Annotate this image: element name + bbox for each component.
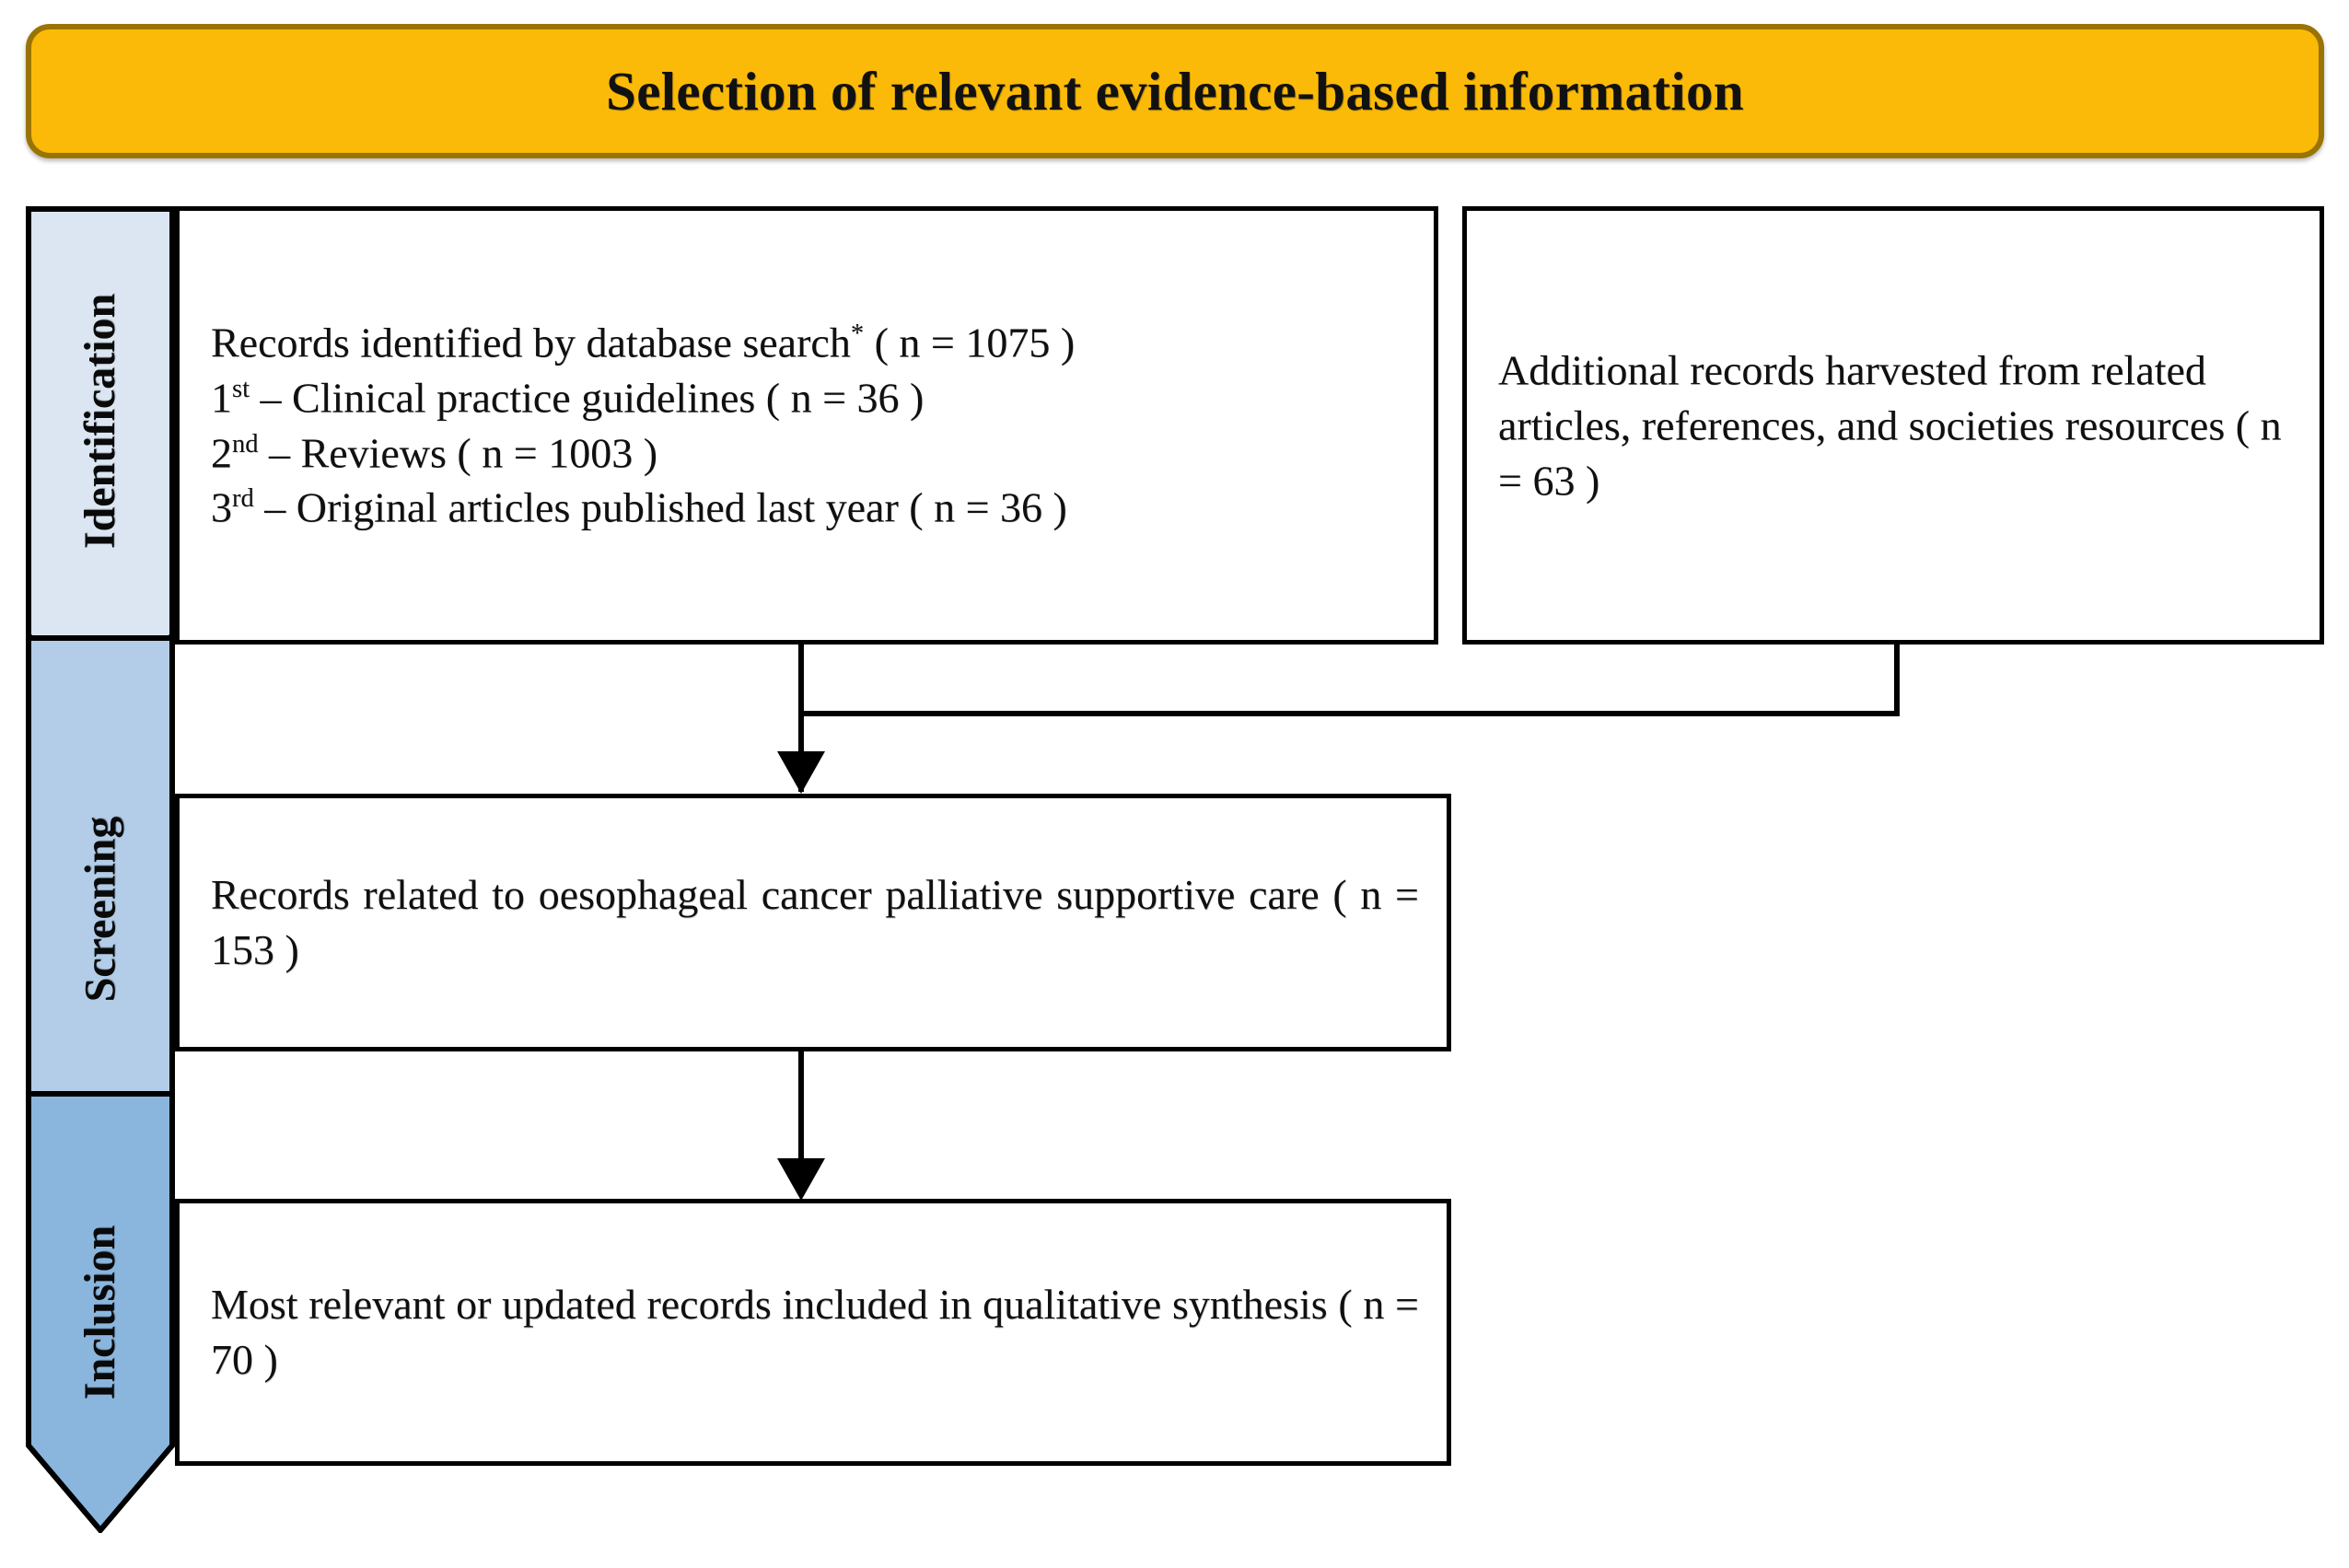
footnote-asterisk: * <box>850 319 865 349</box>
inclusion-records-text: Most relevant or updated records include… <box>211 1281 1419 1383</box>
stage-label-identification: Identification <box>26 206 175 635</box>
stage-chevron-inclusion: Inclusion <box>26 1091 175 1535</box>
box-inclusion-records: Most relevant or updated records include… <box>175 1199 1451 1466</box>
connector-screening-stem <box>798 1051 804 1162</box>
box-records-identified-content: Records identified by database search* (… <box>211 315 1406 535</box>
box-screening-records-content: Records related to oesophageal cancer pa… <box>211 867 1419 978</box>
records-identified-line-1: Records identified by database search* (… <box>211 319 1076 366</box>
box-inclusion-records-content: Most relevant or updated records include… <box>211 1277 1419 1388</box>
stage-label-screening-text: Screening <box>76 816 125 1003</box>
merge-arrow <box>777 751 825 794</box>
records-identified-line-4: 3rd – Original articles published last y… <box>211 483 1067 531</box>
stage-label-inclusion: Inclusion <box>26 1179 175 1446</box>
additional-records-text: Additional records harvested from relate… <box>1498 346 2282 504</box>
page-title: Selection of relevant evidence-based inf… <box>606 60 1744 122</box>
box-records-identified: Records identified by database search* (… <box>175 206 1438 645</box>
stage-label-inclusion-text: Inclusion <box>76 1225 125 1400</box>
chevron-inclusion-shape <box>26 1091 175 1535</box>
stage-label-screening: Screening <box>26 724 175 1095</box>
box-additional-records-content: Additional records harvested from relate… <box>1498 343 2292 507</box>
connector-left-stem <box>798 645 804 792</box>
diagram-title-banner: Selection of relevant evidence-based inf… <box>26 24 2324 158</box>
connector-right-drop <box>1894 645 1900 716</box>
screening-to-inclusion-arrow <box>777 1158 825 1201</box>
box-additional-records: Additional records harvested from relate… <box>1462 206 2324 645</box>
records-identified-line-3: 2nd – Reviews ( n = 1003 ) <box>211 429 658 476</box>
screening-records-text: Records related to oesophageal cancer pa… <box>211 871 1419 973</box>
box-screening-records: Records related to oesophageal cancer pa… <box>175 794 1451 1051</box>
connector-merge-horizontal <box>798 711 1900 716</box>
stage-label-identification-text: Identification <box>76 293 125 549</box>
records-identified-line-2: 1st – Clinical practice guidelines ( n =… <box>211 374 924 422</box>
